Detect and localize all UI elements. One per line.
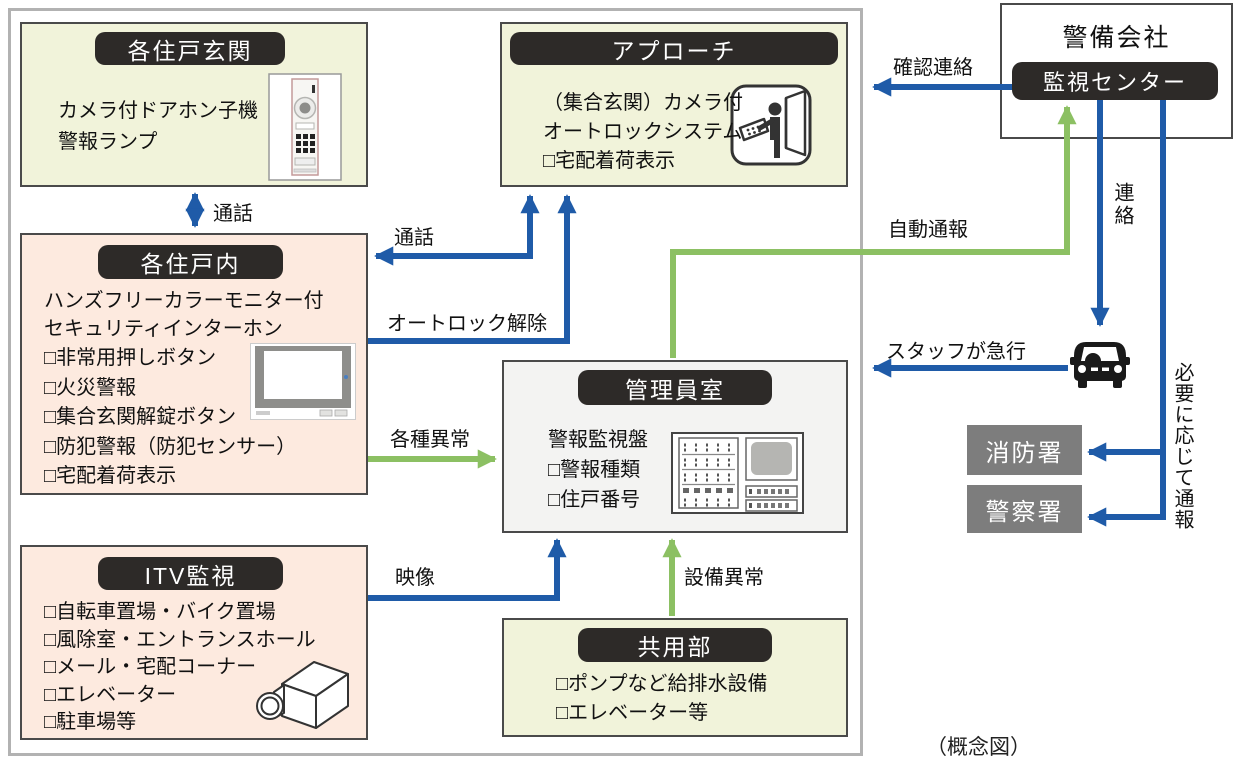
label-autolock-release: オートロック解除 (387, 313, 547, 335)
label-video: 映像 (395, 567, 435, 589)
approach-text: （集合玄関）カメラ付 オートロックシステム □宅配着荷表示 (543, 89, 743, 176)
checklist-item: □エレベーター等 (556, 702, 709, 724)
diagram-caption: （概念図） (926, 735, 1031, 759)
checklist-item: □火災警報 (44, 376, 137, 399)
label-report-as-needed: 必要に応じて通報 (1171, 362, 1193, 530)
arrow-report-police (1087, 100, 1166, 527)
checklist-item: □ポンプなど給排水設備 (556, 673, 768, 695)
arrow-video (368, 538, 567, 601)
checklist-item: □風除室・エントランスホール (44, 628, 316, 651)
manager-room-line: 警報監視盤 (548, 429, 648, 451)
monitoring-center-bar: 監視センター (1012, 62, 1218, 100)
label-talk-door: 通話 (213, 203, 253, 225)
label-talk-approach: 通話 (394, 227, 434, 249)
label-various-abnormal: 各種異常 (390, 429, 470, 451)
checklist-item: □メール・宅配コーナー (44, 656, 257, 678)
common-area-items: □ポンプなど給排水設備 □エレベーター等 (556, 670, 767, 728)
label-equipment-abnormal: 設備異常 (684, 567, 764, 589)
autolock-door-icon (730, 84, 812, 166)
unit-entrance-title: 各住戸玄関 (95, 32, 285, 65)
checklist-item: □自転車置場・バイク置場 (44, 601, 276, 623)
monitoring-center-text: 監視センター (1042, 70, 1187, 95)
police-department-text: 警察署 (985, 498, 1064, 526)
unit-interior-items: □非常用押しボタン □火災警報 □集合玄関解錠ボタン □防犯警報（防犯センサー）… (44, 344, 296, 492)
itv-title-text: ITV監視 (144, 562, 237, 589)
surveillance-camera-icon (256, 661, 349, 729)
manager-room-text: 警報監視盤 □警報種類 □住戸番号 (548, 425, 648, 515)
alarm-panel-icon (671, 432, 804, 514)
label-staff-rush: スタッフが急行 (886, 341, 1026, 363)
approach-line: オートロックシステム (543, 121, 743, 143)
label-contact: 連絡 (1111, 182, 1133, 228)
fire-department-box: 消防署 (967, 425, 1082, 475)
unit-entrance-line: カメラ付ドアホン子機 (58, 100, 258, 122)
unit-interior-subtitle-line: セキュリティインターホン (44, 318, 283, 340)
manager-room-title: 管理員室 (578, 370, 772, 405)
checklist-item: □非常用押しボタン (44, 347, 217, 369)
checklist-item: □エレベーター (44, 683, 177, 706)
checklist-item: □駐車場等 (44, 711, 137, 733)
common-area-title: 共用部 (578, 628, 772, 662)
unit-interior-subtitle-line: ハンズフリーカラーモニター付 (44, 290, 324, 312)
unit-interior-title: 各住戸内 (98, 245, 283, 279)
approach-title-text: アプローチ (611, 37, 737, 64)
itv-items: □自転車置場・バイク置場 □風除室・エントランスホール □メール・宅配コーナー … (44, 599, 316, 737)
arrow-talk-approach (374, 194, 540, 266)
common-area-title-text: 共用部 (637, 634, 713, 660)
security-company-title: 警備会社 (1062, 24, 1171, 52)
unit-entrance-title-text: 各住戸玄関 (127, 37, 253, 64)
approach-line: □宅配着荷表示 (543, 150, 676, 172)
unit-interior-title-text: 各住戸内 (140, 251, 241, 277)
itv-title: ITV監視 (98, 557, 283, 590)
fire-department-text: 消防署 (985, 439, 1064, 467)
checklist-item: □防犯警報（防犯センサー） (44, 435, 297, 458)
unit-entrance-text: カメラ付ドアホン子機 警報ランプ (58, 96, 258, 158)
label-confirm-contact: 確認連絡 (893, 57, 973, 79)
intercom-monitor-icon (250, 343, 356, 420)
manager-room-title-text: 管理員室 (625, 376, 725, 403)
checklist-item: □宅配着荷表示 (44, 465, 177, 487)
manager-room-line: □警報種類 (548, 459, 641, 481)
security-car-icon (1070, 342, 1130, 388)
approach-line: （集合玄関）カメラ付 (543, 92, 743, 114)
doorphone-icon (268, 73, 342, 181)
checklist-item: □集合玄関解錠ボタン (44, 406, 237, 428)
approach-title: アプローチ (510, 32, 838, 65)
manager-room-line: □住戸番号 (548, 489, 641, 511)
arrow-auto-report (670, 105, 1077, 358)
unit-entrance-line: 警報ランプ (58, 131, 158, 153)
police-department-box: 警察署 (967, 485, 1082, 533)
arrow-autolock-release (368, 194, 577, 344)
unit-interior-subtitle: ハンズフリーカラーモニター付 セキュリティインターホン (44, 287, 324, 343)
label-auto-report: 自動通報 (888, 219, 968, 241)
